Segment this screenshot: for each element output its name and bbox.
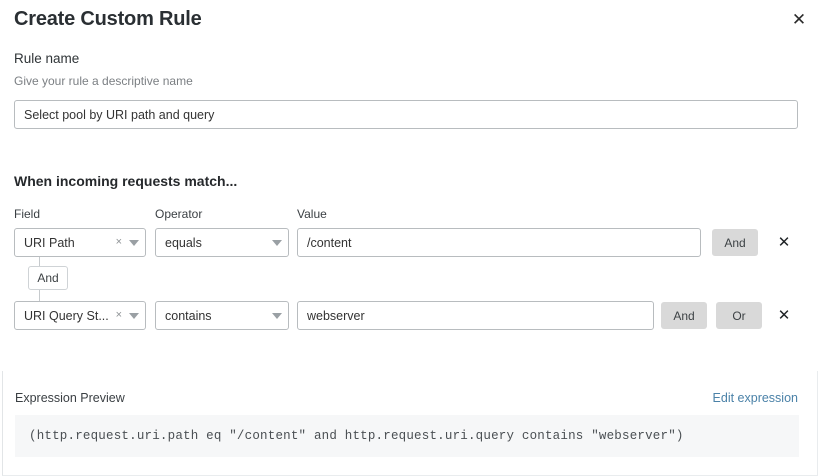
match-section-heading: When incoming requests match...: [14, 173, 238, 189]
and-button-row-2[interactable]: And: [661, 302, 707, 329]
rule-name-help-text: Give your rule a descriptive name: [14, 74, 193, 88]
column-header-value: Value: [297, 207, 327, 221]
and-button-row-1[interactable]: And: [712, 229, 758, 256]
expression-preview-panel: Expression Preview Edit expression (http…: [2, 371, 818, 476]
column-header-operator: Operator: [155, 207, 203, 221]
chevron-down-icon: [272, 312, 282, 319]
connector-and-chip[interactable]: And: [28, 266, 68, 290]
field-select-1[interactable]: URI Path ×: [14, 228, 146, 257]
operator-select-2-value: contains: [165, 308, 212, 323]
close-icon[interactable]: ✕: [791, 9, 807, 29]
operator-select-1[interactable]: equals: [155, 228, 289, 257]
operator-select-2[interactable]: contains: [155, 301, 289, 330]
page-title: Create Custom Rule: [14, 8, 202, 30]
column-header-field: Field: [14, 207, 41, 221]
condition-row: URI Query St... × contains And Or ✕: [0, 301, 820, 330]
delete-condition-icon-2[interactable]: ✕: [777, 307, 791, 324]
value-input-1[interactable]: [297, 228, 701, 257]
expression-text: (http.request.uri.path eq "/content" and…: [29, 429, 684, 443]
chevron-down-icon: [272, 239, 282, 246]
field-select-1-value: URI Path: [24, 235, 75, 250]
field-select-2-value: URI Query St...: [24, 308, 109, 323]
operator-select-1-value: equals: [165, 235, 202, 250]
expression-code-box: (http.request.uri.path eq "/content" and…: [15, 415, 799, 457]
chevron-down-icon: [129, 239, 139, 246]
logic-connector: And: [14, 257, 74, 301]
value-input-2[interactable]: [297, 301, 654, 330]
edit-expression-link[interactable]: Edit expression: [712, 391, 798, 405]
delete-condition-icon-1[interactable]: ✕: [777, 234, 791, 251]
rule-name-label: Rule name: [14, 51, 80, 66]
or-button-row-2[interactable]: Or: [716, 302, 762, 329]
expression-preview-label: Expression Preview: [15, 391, 125, 405]
condition-row: URI Path × equals And ✕: [0, 228, 820, 257]
field-select-2[interactable]: URI Query St... ×: [14, 301, 146, 330]
chevron-down-icon: [129, 312, 139, 319]
rule-name-input[interactable]: [14, 100, 798, 129]
clear-icon[interactable]: ×: [115, 309, 122, 321]
clear-icon[interactable]: ×: [115, 236, 122, 248]
